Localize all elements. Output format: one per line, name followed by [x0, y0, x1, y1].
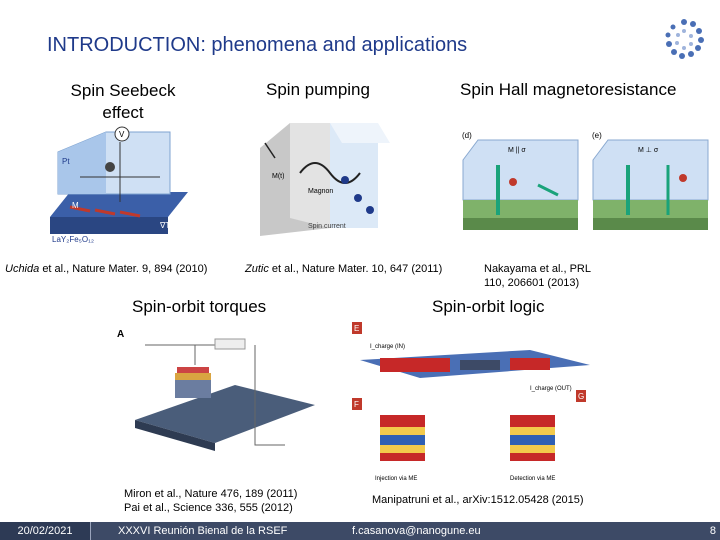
- spin-pumping-figure: M(t) Magnon Spin current: [260, 123, 390, 236]
- sot-label-a: A: [117, 329, 124, 340]
- spin-seebeck-figure: V Pt M ∇T LaY₂Fe₅O₁₂: [50, 126, 188, 244]
- citation-line: 110, 206601 (2013): [484, 277, 580, 289]
- logic-label-out: I_charge (OUT): [530, 386, 572, 392]
- logic-label-f: F: [354, 400, 359, 409]
- footer-email: f.casanova@nanogune.eu: [352, 525, 481, 537]
- heading-spin-hall-mr: Spin Hall magnetoresistance: [460, 80, 677, 99]
- smr-label-e: (e): [592, 131, 602, 140]
- seebeck-label-pt: Pt: [62, 157, 70, 166]
- logic-figure: E I_charge (IN) I_charge (OUT) F G Injec…: [352, 322, 590, 482]
- seebeck-label-m: M: [72, 201, 79, 210]
- citation-miron-pai: Miron et al., Nature 476, 189 (2011) Pai…: [124, 487, 297, 515]
- seebeck-label-grad: ∇T: [159, 221, 170, 230]
- seebeck-label-v: V: [119, 130, 125, 139]
- heading-spin-orbit-torques: Spin-orbit torques: [132, 297, 267, 316]
- logic-label-in: I_charge (IN): [370, 344, 405, 350]
- logic-label-g: G: [578, 392, 584, 401]
- citation-uchida: Uchida et al., Nature Mater. 9, 894 (201…: [5, 262, 207, 276]
- pumping-label-spin-current: Spin current: [308, 223, 346, 230]
- footer-event: XXXVI Reunión Bienal de la RSEF: [118, 525, 288, 537]
- slide-title: INTRODUCTION: phenomena and applications: [47, 34, 468, 56]
- citation-line: Miron et al., Nature 476, 189 (2011): [124, 488, 298, 500]
- sot-figure: A: [117, 329, 315, 451]
- citation-line: Manipatruni et al., arXiv:1512.05428 (20…: [372, 494, 584, 506]
- logic-label-e: E: [354, 324, 359, 333]
- citation-rest: et al., Nature Mater. 10, 647 (2011): [271, 263, 443, 275]
- heading-spin-orbit-logic: Spin-orbit logic: [432, 297, 545, 316]
- heading-spin-seebeck: Spin Seebeck effect: [70, 81, 176, 122]
- smr-label-perp: M ⊥ σ: [638, 147, 659, 154]
- smr-label-parallel: M || σ: [508, 147, 526, 154]
- citation-rest: et al., Nature Mater. 9, 894 (2010): [42, 263, 208, 275]
- logic-label-injection: Injection via ME: [375, 476, 417, 482]
- pumping-label-m: M(t): [272, 173, 284, 180]
- footer-separator: [90, 522, 91, 540]
- citation-author: Zutic: [245, 263, 269, 275]
- smr-figure: (d) M || σ (e) M ⊥ σ: [462, 131, 709, 230]
- smr-label-d: (d): [462, 131, 472, 140]
- pumping-label-magnon: Magnon: [308, 188, 333, 195]
- page-number: 8: [709, 525, 716, 537]
- heading-spin-pumping: Spin pumping: [266, 80, 370, 99]
- footer-date: 20/02/2021: [0, 522, 90, 540]
- citation-line: Pai et al., Science 336, 555 (2012): [124, 502, 293, 514]
- citation-line: Nakayama et al., PRL: [484, 263, 591, 275]
- logic-label-detection: Detection via ME: [510, 476, 555, 482]
- citation-zutic: Zutic et al., Nature Mater. 10, 647 (201…: [245, 262, 442, 276]
- nanogune-logo-icon: [665, 19, 704, 59]
- citation-nakayama: Nakayama et al., PRL 110, 206601 (2013): [484, 262, 591, 290]
- footer-bar: [0, 522, 720, 540]
- citation-manipatruni: Manipatruni et al., arXiv:1512.05428 (20…: [372, 493, 584, 507]
- citation-author: Uchida: [5, 263, 40, 275]
- seebeck-label-material: LaY₂Fe₅O₁₂: [52, 235, 94, 244]
